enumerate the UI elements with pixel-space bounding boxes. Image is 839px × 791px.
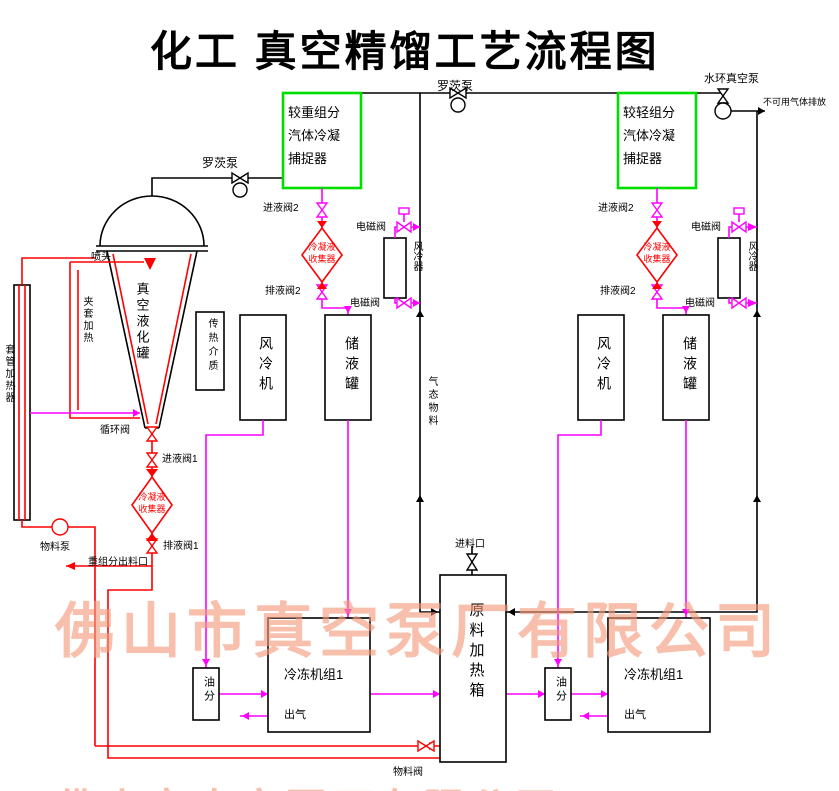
gas-out-left-label: 出气 [284,709,306,721]
gas-out-right-label: 出气 [624,709,646,721]
spray-head-label: 喷头 [91,252,111,263]
solenoid-valve-lower-right-symbol [731,296,747,310]
jacket-heating-label: 夹套加热 [81,296,92,344]
storage-tank-left-box [324,314,372,421]
air-cooling-unit-right-label: 风冷机 [596,336,612,396]
solenoid-valve-lower-left-label: 电磁阀 [350,298,380,309]
page-title: 化工 真空精馏工艺流程图 [150,28,660,75]
condensate-collector-main-label: 冷凝液 收集器 [138,492,166,514]
spray-head-symbol [70,258,156,270]
exhaust-label: 不可用气体排放 [763,97,827,107]
solenoid-valve-lower-right-label: 电磁阀 [685,298,715,309]
material-pump-symbol [51,518,96,746]
heat-medium-label: 传热介质 [206,318,217,374]
oil-separator-right-box [544,667,572,721]
oil-separator-left-label: 油分 [202,676,215,704]
exhaust-arrow [758,107,765,115]
chiller-unit-right-box [607,617,711,733]
chiller-unit-right-label: 冷冻机组1 [624,667,684,682]
heat-medium-box [195,311,225,391]
material-valve-symbol [417,739,435,753]
inlet-valve2-left-symbol [315,202,329,218]
inlet-valve2-right-symbol [650,202,664,218]
solenoid-valve-upper-left-symbol [396,220,412,234]
material-pump-label: 物料泵 [40,542,70,553]
inlet-valve2-left-label: 进液阀2 [263,203,299,214]
storage-tank-right-box [662,314,710,421]
gas-arrow-up-left [416,310,424,317]
solenoid-valve-upper-right-label: 电磁阀 [691,222,721,233]
trap-heavy-label: 较重组分 汽体冷凝 捕捉器 [288,105,341,166]
inlet-valve2-right-label: 进液阀2 [598,203,634,214]
gas-arrow-into-box-left [431,608,438,616]
solenoid-valve-upper-left-label: 电磁阀 [356,222,386,233]
roots-pump-left-symbol [231,171,249,198]
trap-light-drain-circuit [650,188,690,315]
raw-heating-box [439,574,507,763]
air-cooler-left-label: 风冷器 [411,241,422,271]
gas-material-label: 气态物料 [426,376,437,428]
heavy-outlet-arrow [66,562,75,570]
condensate-collector-right-label: 冷凝液 收集器 [643,242,671,264]
chiller-unit-left-box [267,617,371,733]
heavy-outlet-label: 重组分出料口 [88,557,148,568]
inlet-valve1-label: 进液阀1 [162,454,198,465]
air-cooling-unit-left-label: 风冷机 [258,336,274,396]
jacket-heating-lines [69,262,140,419]
circulation-valve-label: 循环阀 [100,425,130,436]
casing-heater-symbol [13,257,96,528]
air-cooler-right-box [717,237,741,299]
coolant-lines [30,409,690,720]
material-valve-label: 物料阀 [393,767,423,778]
roots-pump-top-label: 罗茨泵 [437,79,474,93]
roots-pump-left-label: 罗茨泵 [202,156,239,170]
solenoid-valve-lower-left-symbol [396,296,412,310]
air-cooling-unit-left-box [239,314,287,421]
oil-separator-left-box [192,667,220,721]
drain-valve2-left-label: 排液阀2 [265,286,301,297]
oil-separator-right-label: 油分 [554,676,567,704]
casing-heater-label: 套管加热器 [3,344,14,404]
water-ring-pump-label: 水环真空泵 [704,73,759,85]
drain-valve2-right-label: 排液阀2 [600,286,636,297]
air-cooler-left-box [383,237,407,299]
air-cooler-left-circuit [383,207,420,310]
condensate-collector-main [131,469,173,541]
vacuum-tank-label: 真空液化罐 [134,282,150,362]
gas-arrow-up-left2 [416,495,424,502]
condensate-collector-left [301,221,343,289]
drain-valve1-label: 排液阀1 [163,541,199,552]
circulation-valve-symbol [145,426,159,442]
chiller-unit-left-label: 冷冻机组1 [284,667,344,682]
roots-pump-top-symbol [449,86,467,113]
drain-valve1-symbol [145,538,159,554]
water-ring-pump-symbol [714,88,732,120]
condensate-collector-right [636,221,678,289]
vacuum-liquefaction-tank [96,195,208,429]
solenoid-valve-upper-right-symbol [731,220,747,234]
raw-heating-box-label: 原料加热箱 [467,602,485,702]
trap-light-label: 较轻组分 汽体冷凝 捕捉器 [623,105,676,166]
gas-arrow-up-right2 [753,495,761,502]
condensate-collector-left-label: 冷凝液 收集器 [308,242,336,264]
trap-heavy-drain-circuit [315,188,352,315]
gas-arrow-up-right [753,310,761,317]
trap-light-box [616,91,698,190]
gas-arrow-into-box-right [508,608,515,616]
feed-inlet-valve-symbol [465,553,479,571]
air-cooler-right-label: 风冷器 [746,241,757,271]
storage-tank-left-label: 储液罐 [344,336,360,396]
air-cooler-right-circuit [717,207,757,310]
inlet-valve1-symbol [145,452,159,468]
storage-tank-right-label: 储液罐 [682,336,698,396]
feed-inlet-label: 进料口 [455,539,485,550]
